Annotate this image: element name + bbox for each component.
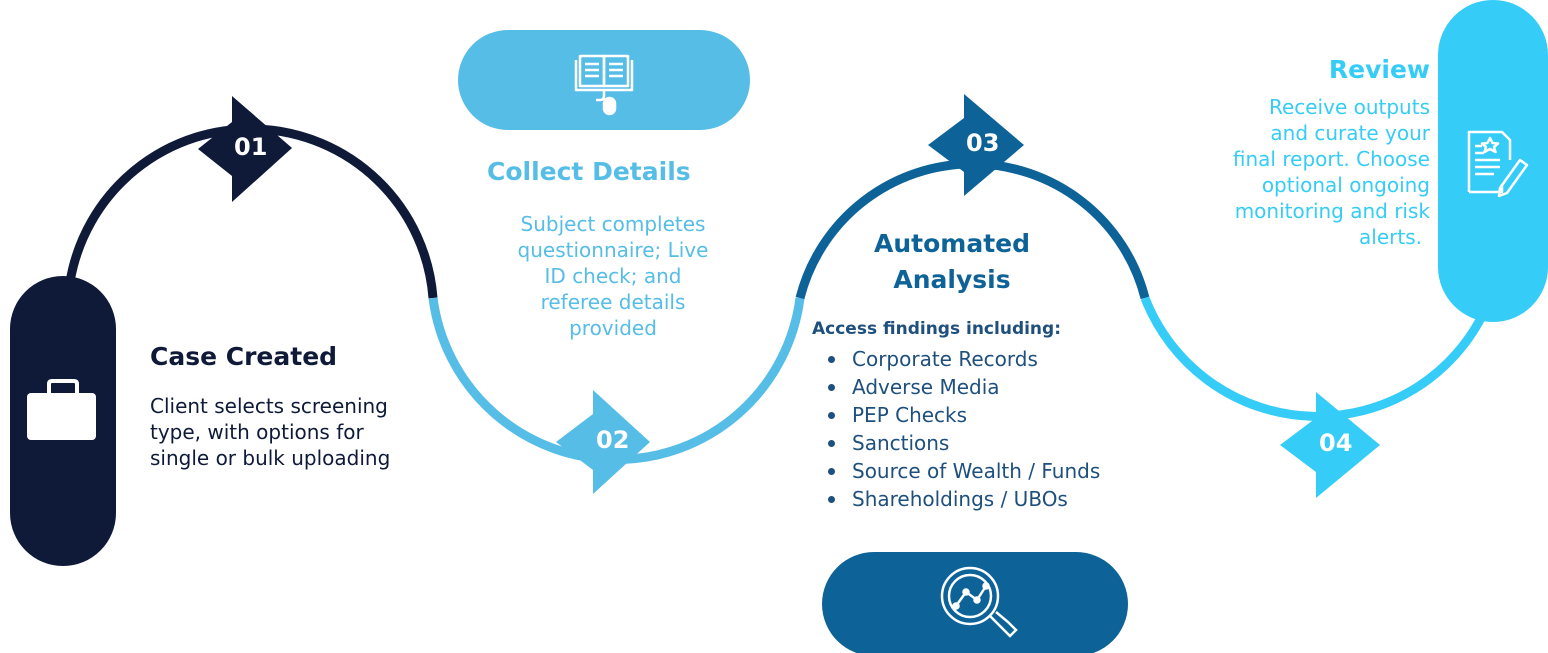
step4-title: Review [1328, 55, 1430, 84]
briefcase-icon [27, 379, 96, 440]
list-item: Sanctions [827, 429, 1100, 457]
step4-line: monitoring and risk [1234, 199, 1430, 223]
step2-line: referee details [540, 290, 686, 314]
step2-number: 02 [596, 426, 630, 454]
step2-line: Subject completes [520, 212, 706, 236]
list-item: Adverse Media [827, 373, 1100, 401]
step4-description: Receive outputs and curate your final re… [1180, 94, 1430, 250]
step1-marker [198, 96, 292, 202]
step3-title: Automated Analysis [840, 226, 1064, 298]
step4-line: Receive outputs [1268, 95, 1430, 119]
step4-number: 04 [1319, 429, 1353, 457]
step1-line: single or bulk uploading [150, 446, 391, 470]
step2-line: provided [569, 316, 657, 340]
step1-line: Client selects screening [150, 394, 388, 418]
step4-line: final report. Choose [1232, 147, 1430, 171]
step3-marker [928, 94, 1024, 196]
magnifier-chart-icon [940, 566, 1018, 638]
step2-description: Subject completes questionnaire; Live ID… [480, 211, 746, 341]
step4-marker [1280, 392, 1380, 498]
step4-arc [1140, 296, 1490, 421]
step1-description: Client selects screening type, with opti… [150, 393, 450, 471]
list-item: Source of Wealth / Funds [827, 459, 1101, 483]
list-item: PEP Checks [827, 401, 1100, 429]
step1-number: 01 [234, 133, 268, 161]
step2-marker [556, 390, 650, 494]
step2-line: questionnaire; Live [517, 238, 709, 262]
step4-line: optional ongoing [1261, 173, 1430, 197]
step1-line: type, with options for [150, 420, 364, 444]
book-mouse-icon [574, 54, 634, 116]
report-pen-icon [1467, 130, 1529, 198]
step3-title-line: Analysis [893, 265, 1011, 294]
step3-number: 03 [966, 129, 1000, 157]
step1-title: Case Created [150, 342, 338, 371]
step3-title-line: Automated [874, 229, 1030, 258]
step3-findings-list: Corporate Records Adverse Media PEP Chec… [818, 345, 1100, 513]
step3-subtitle: Access findings including: [812, 319, 1062, 339]
step2-line: ID check; and [544, 264, 682, 288]
step4-line: alerts. [1359, 225, 1422, 249]
step2-title: Collect Details [487, 157, 691, 186]
list-item: Shareholdings / UBOs [827, 485, 1100, 513]
list-item: Corporate Records [827, 345, 1100, 373]
step4-line: and curate your [1270, 121, 1430, 145]
